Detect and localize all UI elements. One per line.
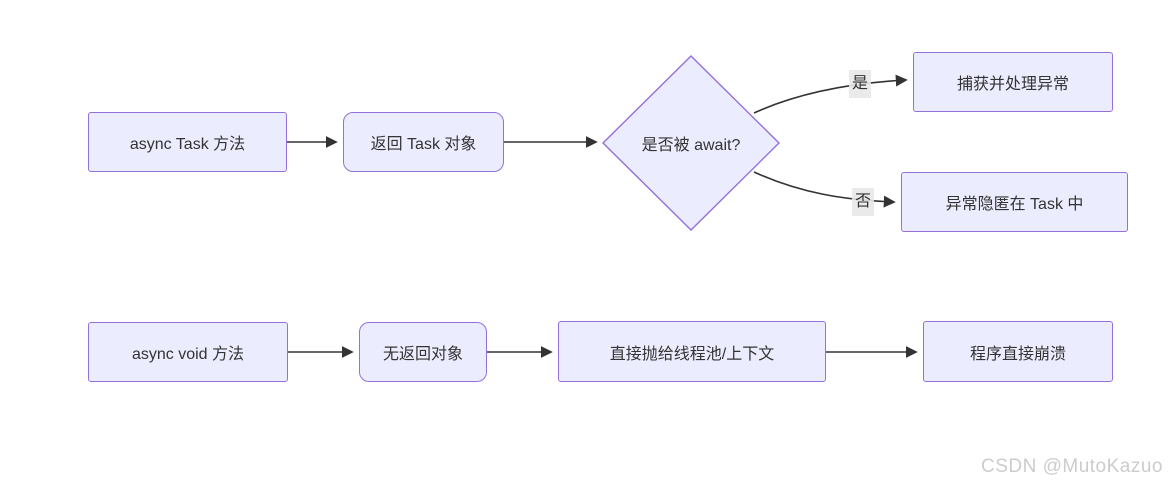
edge-decision-no [753,171,896,208]
edge-label-yes: 是 [848,70,872,98]
node-await-decision-label: 是否被 await? [641,137,741,154]
csdn-watermark: CSDN @MutoKazuo [980,456,1163,477]
node-program-crash: 程序直接崩溃 [923,321,1113,382]
node-hidden-in-task: 异常隐匿在 Task 中 [901,172,1128,232]
node-no-return-object: 无返回对象 [359,322,487,382]
node-return-task-object: 返回 Task 对象 [343,112,504,172]
node-async-void-method: async void 方法 [88,322,288,382]
node-async-task-method: async Task 方法 [88,112,287,172]
edge-label-no: 否 [851,188,875,216]
node-throw-to-threadpool: 直接抛给线程池/上下文 [558,321,826,382]
edge-decision-yes [753,74,908,114]
node-catch-and-handle: 捕获并处理异常 [913,52,1113,112]
decision-diamond-shape [602,55,780,231]
